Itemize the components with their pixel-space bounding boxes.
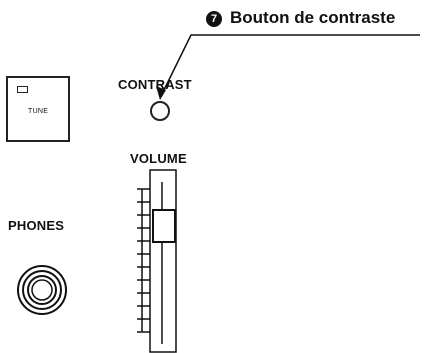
tune-label: TUNE (28, 108, 49, 115)
callout-number-marker: 7 (206, 11, 222, 27)
volume-fader[interactable] (136, 168, 180, 353)
fader-scale-ticks (137, 188, 150, 333)
tune-button[interactable]: TUNE (6, 76, 70, 142)
led-indicator-icon (17, 86, 28, 93)
phones-label: PHONES (8, 218, 65, 233)
fader-track (149, 169, 177, 353)
volume-label: VOLUME (130, 151, 187, 166)
contrast-label: CONTRAST (118, 77, 192, 92)
contrast-knob-icon[interactable] (150, 101, 170, 121)
fader-handle[interactable] (152, 209, 176, 243)
headphone-jack-icon[interactable] (14, 262, 70, 318)
callout-title: Bouton de contraste (230, 8, 396, 27)
